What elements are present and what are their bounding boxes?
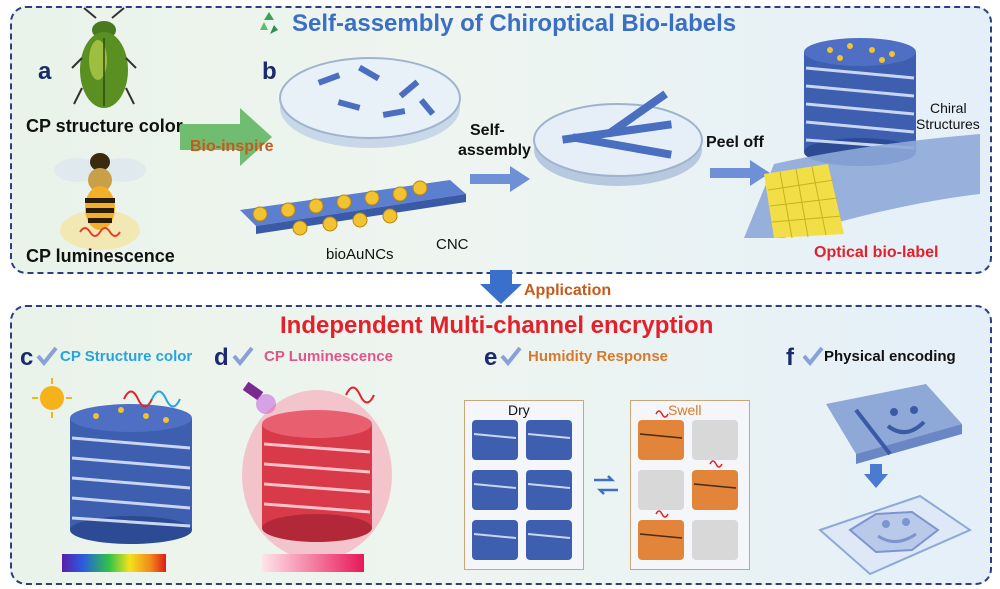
chiral-structures-line2: Structures (916, 116, 980, 132)
bioaunc-label: bioAuNCs (326, 246, 394, 263)
panel-c-letter: c (20, 344, 34, 371)
smiley-label (818, 494, 973, 576)
petri-dish-1 (279, 57, 461, 148)
recycle-icon (260, 12, 278, 34)
checkmark-icon-d (232, 346, 254, 367)
swell-label: Swell (668, 402, 702, 418)
peel-off-label: Peel off (706, 134, 764, 151)
cp-structure-color-label: CP structure color (26, 116, 183, 136)
panel-b-letter: b (262, 58, 277, 85)
checkmark-icon-f (802, 346, 824, 367)
sun-icon (32, 378, 72, 418)
cp-structure-cylinder (70, 404, 192, 544)
panel-e-label: Humidity Response (528, 348, 669, 365)
cp-luminescence-label: CP luminescence (26, 246, 175, 266)
rainbow-helix-icon (123, 390, 181, 408)
panel-d-letter: d (214, 344, 229, 371)
panel-e-letter: e (484, 344, 498, 371)
panel-d-label: CP Luminescence (264, 348, 393, 365)
bottom-title: Independent Multi-channel encryption (280, 312, 714, 339)
red-helix-icon (345, 386, 375, 404)
exchange-arrows-icon (594, 475, 618, 495)
panel-c-label: CP Structure color (60, 348, 193, 365)
cp-luminescence-cylinder (242, 390, 392, 560)
checkmark-icon-e (500, 346, 522, 367)
blue-arrow-2 (710, 160, 770, 186)
uv-lamp-icon (242, 381, 276, 414)
optical-bio-label: Optical bio-label (814, 244, 939, 261)
dry-label: Dry (508, 402, 530, 418)
optical-film (744, 134, 980, 239)
bee-illustration (54, 153, 146, 250)
rainbow-color-bar (62, 554, 166, 572)
chiral-structures-line1: Chiral (930, 100, 967, 116)
petri-dish-2 (533, 90, 703, 186)
panel-a-letter: a (38, 58, 52, 85)
blue-arrow-1 (470, 166, 530, 192)
self-assembly-line1: Self- (470, 122, 505, 139)
dry-cylinders (472, 420, 572, 560)
panel-f-letter: f (786, 344, 794, 371)
cnc-rod (240, 180, 466, 236)
bio-inspire-label: Bio-inspire (190, 138, 274, 155)
bio-inspire-arrow (180, 108, 272, 166)
cnc-label: CNC (436, 236, 469, 253)
beetle-illustration (71, 7, 137, 108)
panel-f-label: Physical encoding (824, 348, 956, 365)
self-assembly-line2: assembly (458, 142, 531, 159)
down-arrow-f (864, 464, 888, 488)
stamp-mold (826, 384, 962, 464)
pink-color-bar (262, 554, 364, 572)
top-title: Self-assembly of Chiroptical Bio-labels (292, 10, 737, 37)
application-label: Application (524, 282, 612, 299)
swell-cylinders (638, 410, 738, 560)
application-arrow (480, 270, 522, 304)
checkmark-icon-c (36, 346, 58, 367)
